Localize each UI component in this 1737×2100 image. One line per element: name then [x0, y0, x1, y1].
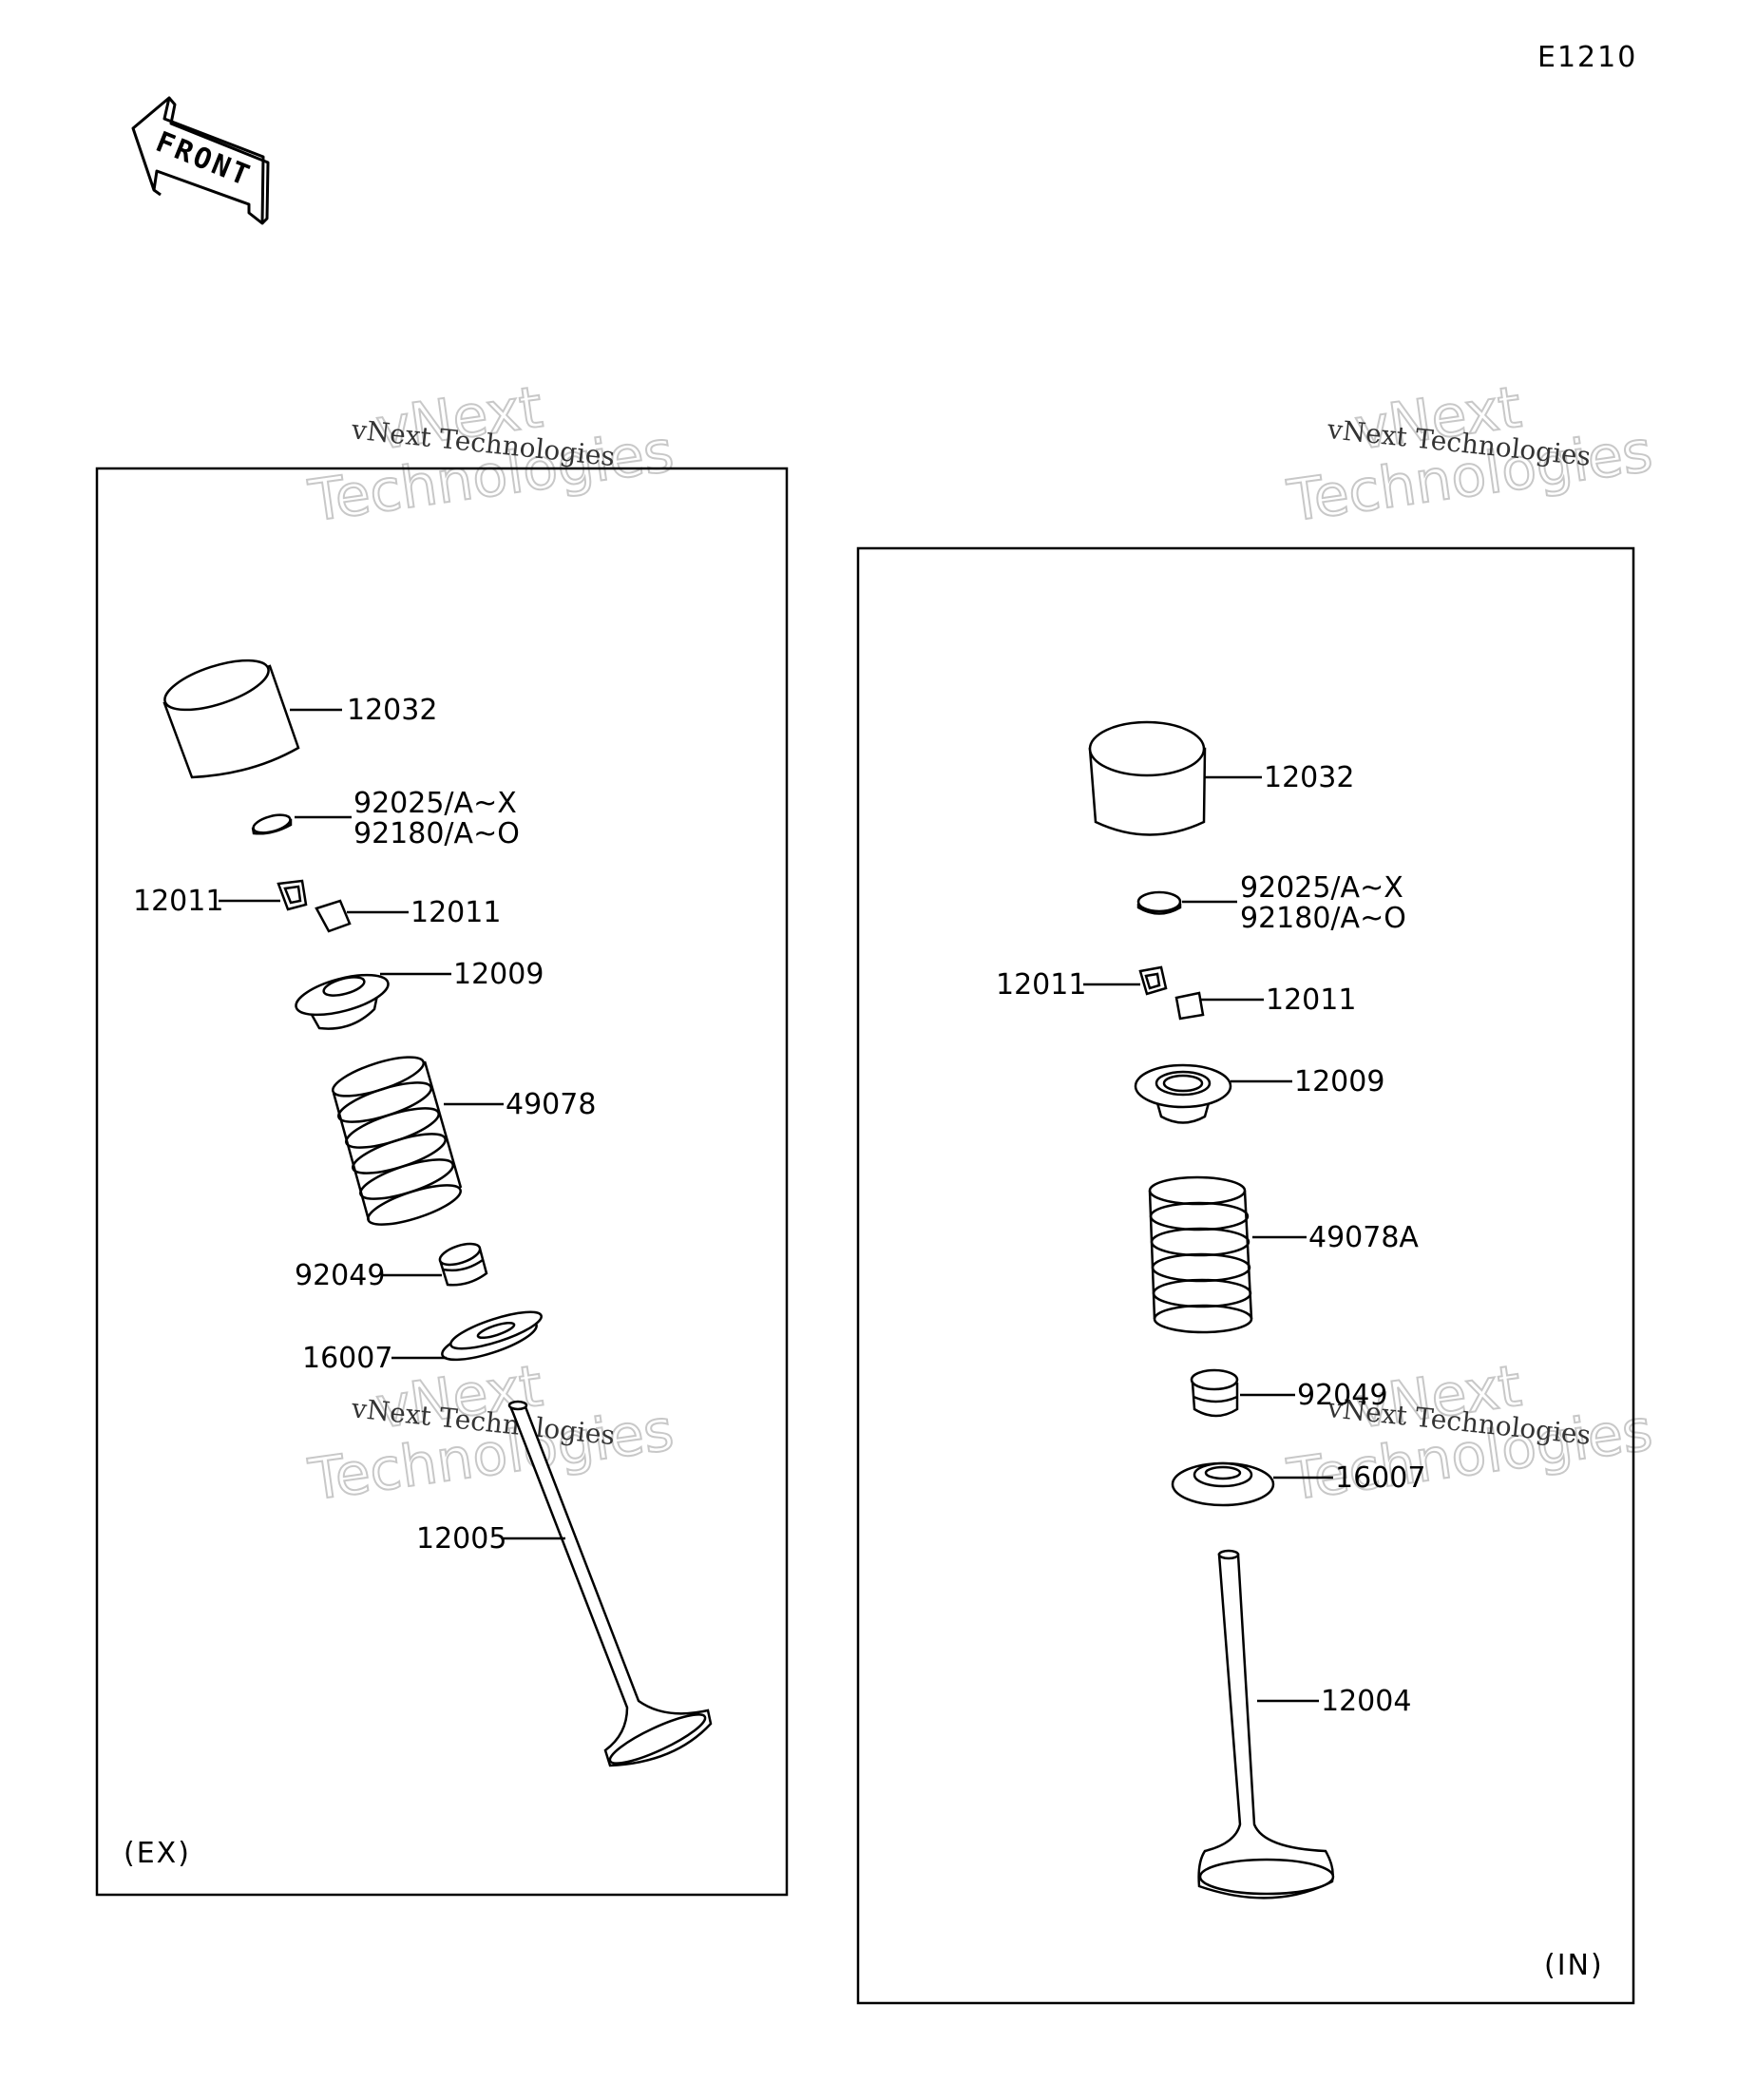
- ex-label-valve: 12005: [416, 1522, 506, 1556]
- ex-panel-tag: (EX): [124, 1837, 191, 1870]
- in-cotter-left-part: [1138, 965, 1168, 996]
- ex-label-shim-a: 92025/A~X: [353, 787, 517, 820]
- in-label-seal: 92049: [1297, 1379, 1387, 1412]
- in-seat-part: [1171, 1461, 1275, 1507]
- ex-spring-part: [332, 1056, 463, 1226]
- in-panel-tag: (IN): [1544, 1949, 1604, 1982]
- in-retainer-part: [1134, 1063, 1232, 1124]
- in-label-shim-a: 92025/A~X: [1240, 871, 1403, 905]
- in-shim-part: [1136, 890, 1182, 915]
- ex-label-retainer: 12009: [453, 958, 544, 991]
- intake-panel-frame: [856, 546, 1635, 2005]
- ex-retainer-part: [295, 973, 390, 1030]
- ex-label-tappet: 12032: [347, 694, 437, 727]
- in-cotter-right-part: [1174, 991, 1205, 1021]
- in-tappet-part: [1088, 720, 1207, 836]
- in-label-retainer: 12009: [1294, 1065, 1384, 1098]
- ex-seat-part: [441, 1310, 543, 1362]
- intake-panel: 12032 92025/A~X 92180/A~O 12011 12011 1: [996, 720, 1604, 1982]
- ex-label-shim-b: 92180/A~O: [353, 817, 520, 850]
- in-label-spring: 49078A: [1308, 1221, 1419, 1254]
- in-label-shim-b: 92180/A~O: [1240, 902, 1406, 935]
- in-valve-part: [1197, 1549, 1335, 1900]
- in-label-cotter-right: 12011: [1266, 983, 1356, 1017]
- exhaust-panel-frame: [95, 467, 789, 1897]
- ex-label-spring: 49078: [506, 1088, 596, 1121]
- in-label-seat: 16007: [1335, 1461, 1425, 1495]
- ex-shim-part: [251, 813, 293, 835]
- ex-label-cotter-right: 12011: [410, 896, 501, 929]
- ex-label-seal: 92049: [295, 1259, 385, 1292]
- ex-valve-part: [507, 1400, 713, 1767]
- in-spring-part: [1148, 1175, 1253, 1334]
- in-seal-part: [1190, 1368, 1239, 1418]
- ex-label-cotter-left: 12011: [133, 885, 223, 918]
- diagram-code: E1210: [1537, 41, 1637, 74]
- ex-label-seat: 16007: [302, 1342, 392, 1375]
- exhaust-panel: 12032 92025/A~X 92180/A~O 12011 12011 12…: [124, 659, 713, 1870]
- ex-tappet-part: [162, 659, 300, 779]
- in-label-tappet: 12032: [1264, 761, 1354, 794]
- ex-seal-part: [438, 1242, 488, 1287]
- in-label-valve: 12004: [1321, 1685, 1411, 1718]
- ex-cotter-right-part: [315, 899, 352, 933]
- ex-cotter-left-part: [277, 879, 308, 911]
- front-arrow-icon: FRONT: [131, 96, 270, 225]
- in-label-cotter-left: 12011: [996, 968, 1086, 1002]
